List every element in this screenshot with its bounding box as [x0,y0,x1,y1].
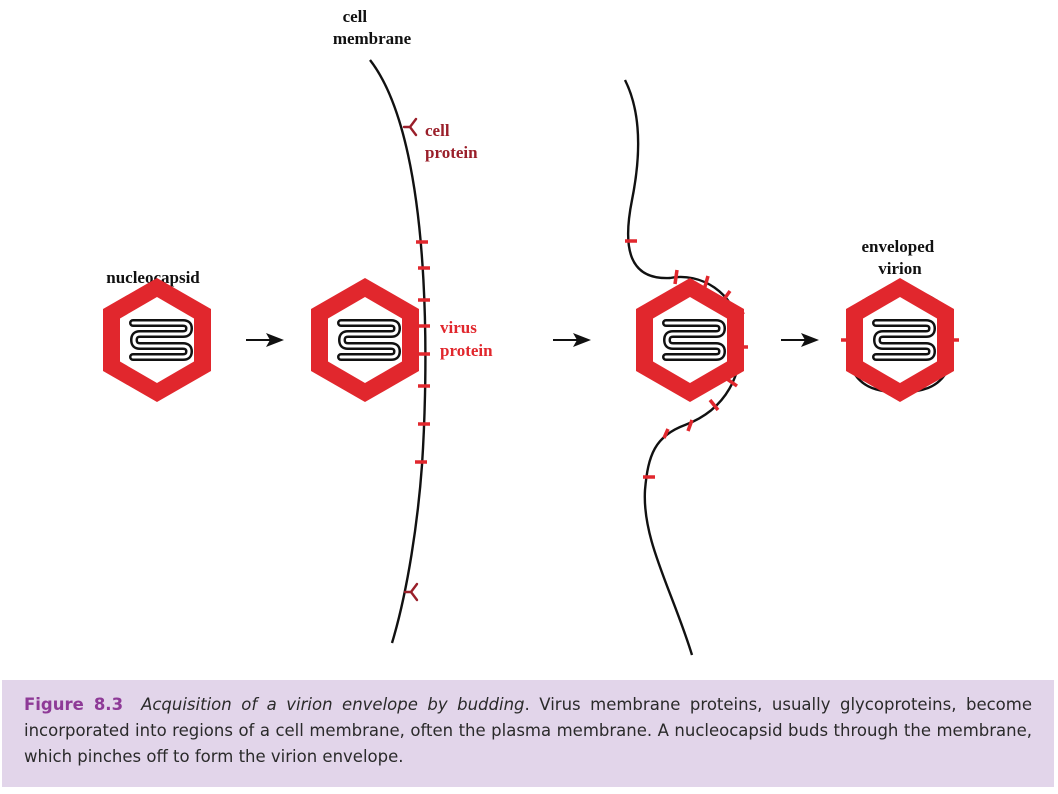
nucleocapsid-label: nucleocapsid [106,268,200,287]
figure-caption: Figure 8.3 Acquisition of a virion envelo… [2,680,1054,787]
budding-diagram: nucleocapsid cell membrane cell protein … [0,7,959,656]
virus-protein-label: virus protein [440,318,493,360]
caption-text: . Virus membrane proteins, usually glyco… [24,695,1032,766]
arrow-3 [781,333,819,347]
nucleocapsid-stage2 [311,278,419,402]
enveloped-virion-label: enveloped virion [862,237,939,278]
cell-membrane-label: cell membrane [333,7,412,48]
cell-membrane [369,59,427,644]
arrow-1 [246,333,284,347]
nucleocapsid-stage1 [103,278,211,402]
arrow-2 [553,333,591,347]
cell-protein-marker-top [402,117,418,137]
cell-protein-label: cell protein [425,121,478,162]
figure-number: Figure 8.3 [24,695,124,714]
figure-title: Acquisition of a virion envelope by budd… [141,695,525,714]
virus-proteins-membrane [415,240,430,464]
